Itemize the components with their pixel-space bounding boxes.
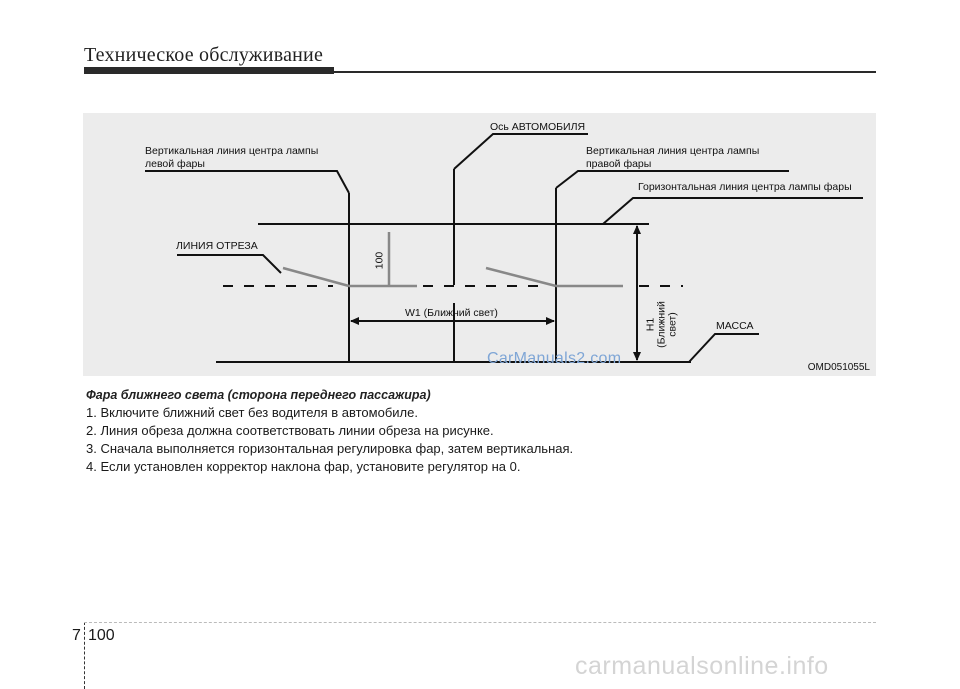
instruction-step: 4. Если установлен корректор наклона фар… bbox=[86, 459, 521, 474]
header-rule-thick bbox=[84, 67, 334, 74]
label-lamp-horizontal-line: Горизонтальная линия центра лампы фары bbox=[638, 181, 852, 193]
instruction-list: 1. Включите ближний свет без водителя в … bbox=[86, 404, 573, 476]
page-number: 100 bbox=[88, 627, 115, 644]
label-dimension-100: 100 bbox=[373, 251, 386, 270]
chapter-number: 7 bbox=[72, 627, 81, 644]
instruction-step: 3. Сначала выполняется горизонтальная ре… bbox=[86, 441, 574, 456]
instruction-step: 2. Линия обреза должна соответствовать л… bbox=[86, 423, 494, 438]
label-w1: W1 (Ближний свет) bbox=[405, 307, 498, 319]
leader-horizontal-line bbox=[602, 197, 863, 225]
label-ground: МАССА bbox=[716, 320, 754, 332]
diagram-lines bbox=[145, 133, 863, 363]
leader-vehicle-axis bbox=[453, 133, 588, 170]
label-vehicle-axis: Ось АВТОМОБИЛЯ bbox=[490, 121, 586, 133]
headlamp-aiming-diagram: Вертикальная линия центра лампы левой фа… bbox=[83, 113, 876, 376]
leader-right-lamp bbox=[555, 170, 789, 189]
leader-cutoff-line bbox=[177, 254, 282, 274]
label-cutoff-line: ЛИНИЯ ОТРЕЗА bbox=[176, 240, 258, 252]
label-left-lamp-vertical: Вертикальная линия центра лампы левой фа… bbox=[145, 145, 319, 170]
right-beam-slope bbox=[485, 266, 557, 288]
header-rule-thin bbox=[334, 71, 876, 73]
footer-divider bbox=[84, 622, 85, 689]
label-h1: H1 (Ближний свет) bbox=[644, 301, 679, 348]
left-beam-slope bbox=[282, 266, 350, 288]
footer-watermark: carmanualsonline.info bbox=[575, 652, 829, 680]
label-right-lamp-vertical: Вертикальная линия центра лампы правой ф… bbox=[586, 145, 760, 170]
footer-rule bbox=[84, 622, 876, 623]
page-header-title: Техническое обслуживание bbox=[84, 44, 324, 66]
figure-code: OMD051055L bbox=[807, 362, 870, 373]
watermark-logo: CarManuals2.com bbox=[487, 350, 622, 367]
figure-caption: Фара ближнего света (сторона переднего п… bbox=[86, 388, 431, 402]
instruction-step: 1. Включите ближний свет без водителя в … bbox=[86, 405, 418, 420]
leader-ground bbox=[688, 333, 759, 363]
leader-left-lamp bbox=[145, 170, 350, 194]
